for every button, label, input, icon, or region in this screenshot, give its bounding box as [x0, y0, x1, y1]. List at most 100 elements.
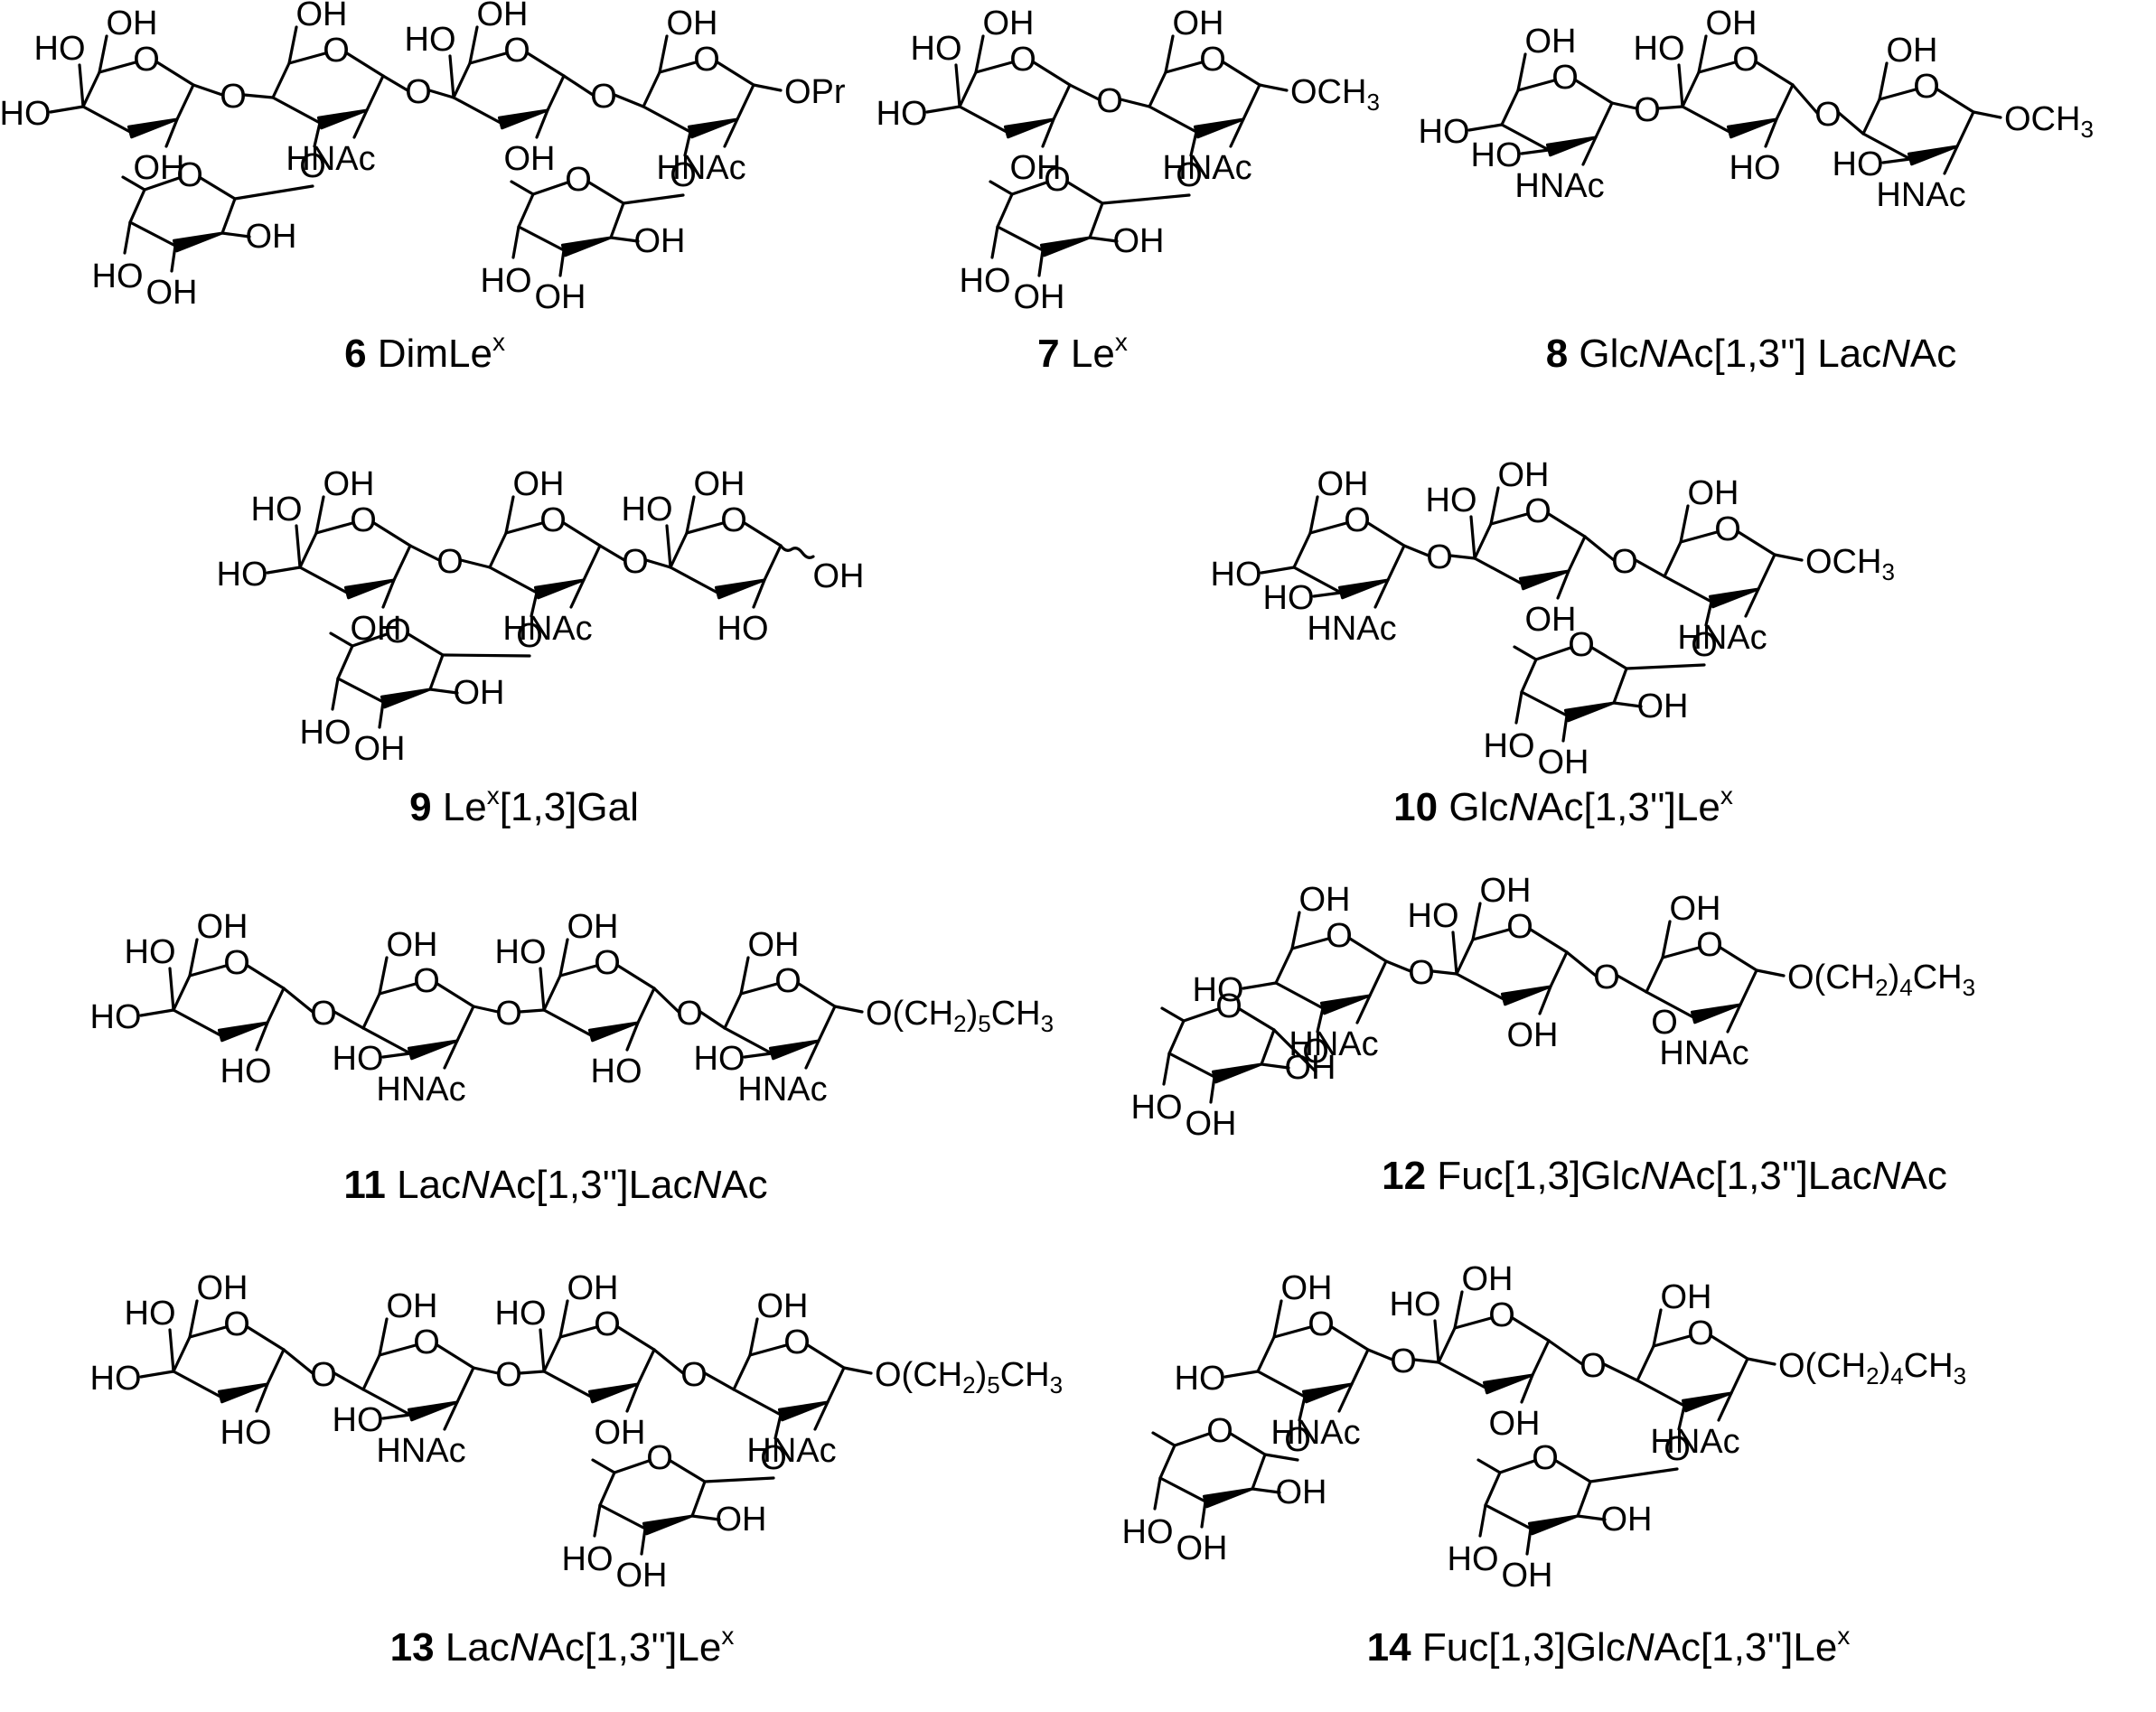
label-text: OH [748, 926, 800, 964]
label-text: OH [616, 1557, 668, 1595]
bond-line [1290, 937, 1330, 950]
bond-line [1158, 1476, 1207, 1503]
bond-line [168, 1328, 175, 1373]
bond-line [1645, 990, 1695, 1019]
bond-line [352, 108, 369, 139]
bond-line [504, 521, 544, 535]
atom-label: O [1426, 538, 1453, 576]
bond-line [295, 524, 302, 569]
bond-line [609, 201, 625, 239]
bond-line [361, 992, 381, 1030]
atom-label: HO [717, 610, 769, 648]
atom-label: OH [813, 557, 865, 595]
bond-line [1386, 544, 1406, 582]
atom-label: O [133, 41, 160, 79]
bond-line [1471, 928, 1511, 941]
bond-line [78, 63, 85, 108]
atom-label: OH [1498, 456, 1550, 494]
bond-line [1755, 968, 1786, 978]
atom-label: HO [1408, 897, 1459, 935]
bond-line [1151, 1431, 1176, 1447]
atom-label: O [1568, 626, 1595, 664]
atom-label: HNAc [656, 149, 745, 187]
atom-label: HO [1471, 136, 1523, 174]
bond-line [1037, 248, 1045, 277]
bond-line [1167, 1052, 1216, 1079]
atom-label: OH [1706, 5, 1758, 42]
wedge-bond [380, 688, 432, 709]
atom-label: HO [1729, 149, 1781, 187]
bond-line [690, 1480, 707, 1518]
bond-line [1500, 123, 1551, 152]
atom-label: OH [1502, 1557, 1553, 1595]
atom-label: HNAc [737, 1071, 827, 1109]
label-text: O [1687, 1314, 1714, 1352]
bond-line [1167, 1019, 1186, 1055]
label-text: O [1651, 1004, 1678, 1042]
label-text: O [1664, 1430, 1691, 1468]
label-text: O [1308, 1305, 1335, 1343]
atom-label: OH [1176, 1530, 1228, 1567]
label-text: OH [567, 908, 619, 946]
atom-label: O [495, 995, 522, 1033]
bond-line [1473, 522, 1493, 560]
bond-line [1565, 950, 1598, 978]
bond-line [958, 105, 1008, 134]
label-text: OH [1498, 456, 1550, 494]
label-text: O [223, 944, 250, 982]
bond-line [468, 51, 508, 65]
bond-line [806, 1343, 846, 1370]
bond-line [644, 558, 672, 569]
label-text: HO [495, 1295, 547, 1333]
label-text: OH [716, 1501, 767, 1539]
bond-line [1574, 79, 1614, 105]
bond-line [743, 1052, 773, 1059]
label-text: O [1408, 954, 1435, 992]
atom-label: O [594, 1305, 621, 1343]
label-text: OH [504, 140, 556, 178]
bond-line [287, 51, 327, 65]
bond-line [723, 117, 739, 148]
bond-line [1681, 70, 1701, 108]
bond-line [1661, 920, 1672, 959]
label-text: OH [454, 674, 505, 712]
atom-label: HO [1419, 113, 1470, 151]
atom-label: OH [634, 222, 686, 260]
label-text: HO [481, 262, 532, 300]
label-text: HO [125, 933, 176, 971]
label-text: O [1206, 1412, 1233, 1450]
bond-line [752, 83, 783, 92]
bond-line [1878, 61, 1889, 101]
atom-label: O [220, 78, 247, 116]
atom-label: HO [333, 1401, 384, 1439]
bond-line [1520, 1373, 1534, 1404]
bond-line [459, 558, 492, 569]
bond-line [298, 531, 318, 569]
atom-label: OH [323, 465, 375, 503]
atom-label: OH [134, 149, 185, 187]
atom-label: HO [1175, 1360, 1226, 1398]
bond-line [609, 236, 640, 243]
bond-line [652, 987, 680, 1014]
bond-line [732, 1353, 752, 1391]
bond-line [1153, 1476, 1162, 1511]
bond-line [1531, 1339, 1551, 1377]
bond-line [266, 1348, 286, 1386]
bond-line [443, 1400, 459, 1431]
label-text: O [1913, 68, 1940, 106]
atom-label: HNAc [376, 1071, 465, 1109]
atom-label: OH [1525, 601, 1577, 639]
bond-line [345, 51, 385, 78]
label-text: HO [1175, 1360, 1226, 1398]
label-text: OH [1010, 149, 1062, 187]
label-text: OH [197, 1269, 248, 1307]
atom-label: OH [1637, 688, 1689, 725]
bond-line [1251, 1487, 1281, 1494]
bond-line [428, 653, 445, 691]
label-text: O(CH [875, 1356, 962, 1394]
label-text: O [436, 543, 464, 581]
atom-label: O [676, 995, 703, 1033]
